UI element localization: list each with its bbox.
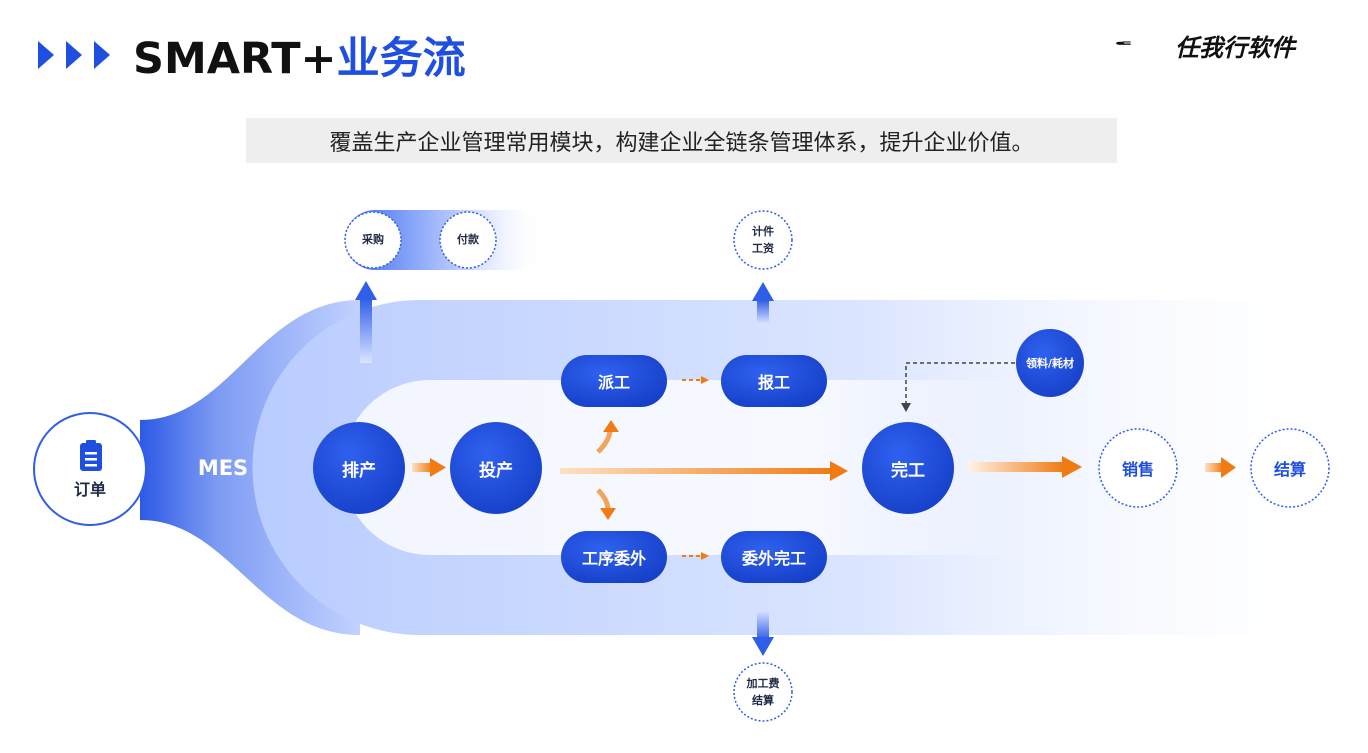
purchase-label: 采购 — [362, 233, 384, 246]
wage-arrow-shaft — [757, 300, 769, 324]
wage-arrow-head — [752, 282, 774, 301]
complete-label: 完工 — [891, 460, 925, 481]
sales-label: 销售 — [1121, 460, 1154, 479]
sales-circle — [1098, 428, 1178, 508]
banner-text: 覆盖生产企业管理常用模块，构建企业全链条管理体系，提升企业价值。 — [246, 118, 1117, 163]
order-label: 订单 — [73, 480, 106, 499]
purchase-circle — [344, 211, 402, 269]
logo-swoosh-icon — [1116, 41, 1131, 45]
schedule-label: 排产 — [342, 460, 376, 481]
produce-label: 投产 — [479, 460, 513, 481]
to-outsource-arrow — [600, 508, 616, 520]
page-title: SMART+业务流 — [133, 24, 466, 86]
outsource-done-pill — [721, 531, 827, 583]
schedule-produce-arrow — [430, 458, 446, 477]
logo-text: 任我行软件 — [1175, 34, 1295, 62]
fee-circle — [733, 662, 793, 722]
material-label: 领料/耗材 — [1025, 357, 1075, 370]
purchase-arrow-shaft — [360, 298, 372, 363]
outsource-done-label: 委外完工 — [741, 549, 806, 568]
title-arrows-icon — [38, 41, 110, 69]
fee-label-line1: 加工费 — [746, 677, 780, 690]
wage-label-line1: 计件 — [752, 225, 774, 238]
wage-label-line2: 工资 — [752, 242, 774, 255]
purchase-arrow-head — [355, 281, 377, 300]
dispatch-label: 派工 — [597, 373, 630, 392]
payment-label: 付款 — [457, 233, 479, 246]
payment-circle — [439, 211, 497, 269]
report-pill — [721, 355, 827, 407]
complete-circle — [862, 422, 954, 514]
to-dispatch-arrow — [603, 420, 619, 432]
settlement-label: 结算 — [1273, 460, 1306, 479]
report-label: 报工 — [757, 373, 790, 392]
title-suffix: 业务流 — [336, 34, 466, 84]
mes-label: MES — [197, 456, 249, 480]
material-circle — [1016, 329, 1084, 397]
produce-circle — [450, 422, 542, 514]
outsource-pill — [561, 531, 667, 583]
schedule-circle — [313, 422, 405, 514]
outsource-label: 工序委外 — [581, 549, 646, 568]
dispatch-pill — [561, 355, 667, 407]
material-arrow — [901, 403, 911, 412]
fee-label-line2: 结算 — [752, 694, 774, 707]
fee-arrow-shaft — [757, 610, 769, 640]
dispatch-report-arrow — [701, 376, 709, 384]
settlement-circle — [1250, 428, 1330, 508]
sales-settle-arrow — [1221, 457, 1236, 478]
clipboard-icon — [80, 443, 102, 471]
complete-sales-arrow — [1062, 456, 1082, 478]
inner-container — [342, 380, 1020, 555]
outsource-done-arrow — [701, 552, 709, 560]
fee-arrow-head — [752, 637, 774, 656]
wage-circle — [733, 210, 793, 270]
title-prefix: SMART+ — [133, 34, 337, 84]
main-flow-arrow — [830, 461, 848, 481]
